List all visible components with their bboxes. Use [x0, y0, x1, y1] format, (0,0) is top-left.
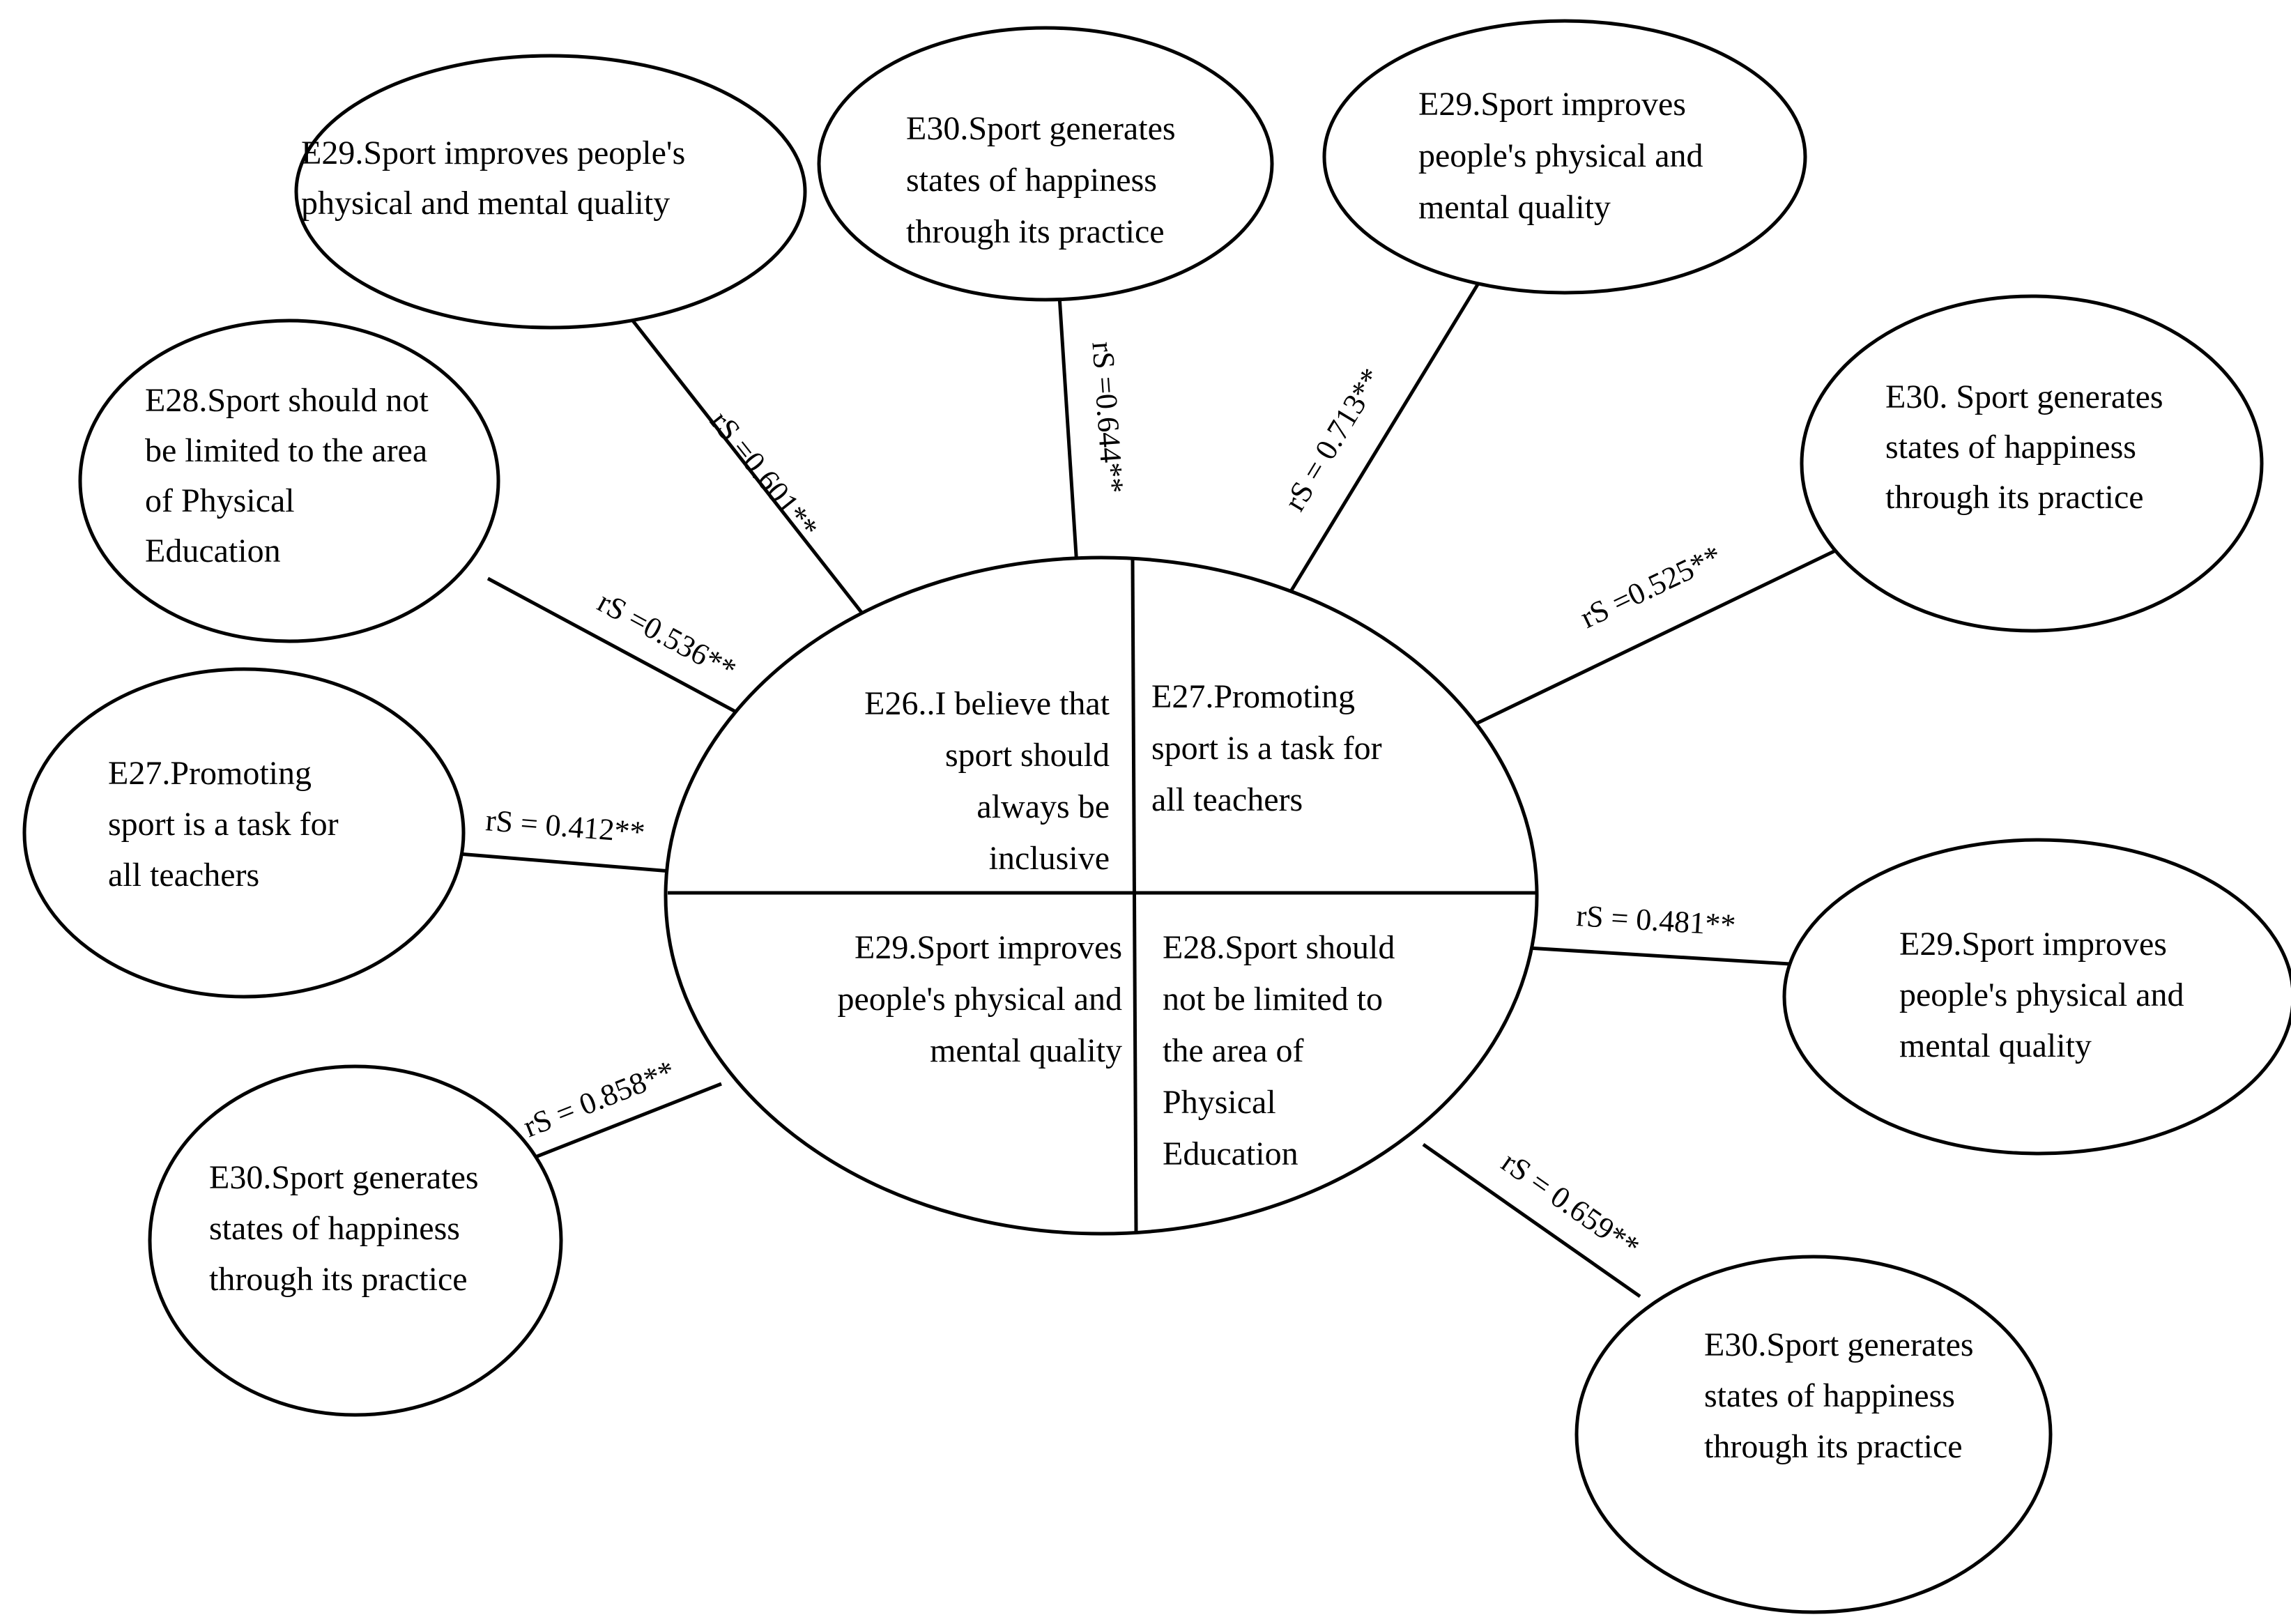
center-quadrant-br-label: E28.Sport should not be limited to the are…: [1163, 929, 1395, 1172]
node-n8-label-line: states of happiness: [209, 1210, 460, 1247]
node-n4-label-line: be limited to the area: [145, 432, 427, 469]
node-n1-ellipse: [294, 54, 807, 330]
node-n6-label-line: E27.Promoting: [108, 755, 312, 792]
node-n4-label: E28.Sport should not be limited to the ar…: [145, 382, 429, 569]
node-n6-label-line: sport is a task for: [108, 806, 339, 843]
node-n6-label-line: all teachers: [108, 857, 259, 894]
node-n8-label-line: E30.Sport generates: [209, 1159, 479, 1196]
center-quadrant-br-label-line: the area of: [1163, 1032, 1304, 1069]
center-quadrant-tl-label-line: E26..I believe that: [864, 685, 1110, 722]
node-n5-label-line: through its practice: [1885, 479, 2144, 516]
center-quadrant-br-label-line: not be limited to: [1163, 981, 1383, 1018]
center-quadrant-br-label-line: Physical: [1163, 1084, 1276, 1121]
node-n7-ellipse: [1782, 838, 2291, 1156]
center-node: [664, 556, 1539, 1236]
node-n3-label: E29.Sport improves people's physical and m…: [1418, 86, 1703, 226]
node-n8-label-line: through its practice: [209, 1261, 468, 1298]
node-n2-ellipse: [817, 26, 1274, 302]
connector-n7: [1527, 946, 1791, 966]
node-n7-label-line: E29.Sport improves: [1899, 926, 2167, 963]
node-n3-label-line: mental quality: [1418, 189, 1611, 226]
center-quadrant-bl-label-line: people's physical and: [837, 981, 1122, 1018]
node-n5-label: E30. Sport generates states of happiness t…: [1885, 378, 2163, 516]
node-n1-label-line: E29.Sport improves people's: [301, 135, 685, 171]
node-n9-label-line: states of happiness: [1704, 1377, 1955, 1414]
node-n9-ellipse: [1574, 1255, 2053, 1614]
center-quadrant-tl-label: E26..I believe that sport should always be…: [864, 685, 1110, 877]
node-n5-label-line: E30. Sport generates: [1885, 378, 2163, 415]
node-n4-label-line: E28.Sport should not: [145, 382, 429, 419]
center-vertical-divider: [1131, 559, 1138, 1233]
center-quadrant-tl-label-line: always be: [976, 788, 1110, 825]
node-n9-label-line: through its practice: [1704, 1428, 1963, 1465]
node-n9-label: E30.Sport generates states of happiness th…: [1704, 1326, 1974, 1465]
connector-n8: [508, 1082, 722, 1170]
correlation-label-n6: rS = 0.412**: [484, 803, 646, 850]
node-n2-label-line: states of happiness: [906, 162, 1157, 199]
connector-n1: [626, 312, 869, 622]
center-quadrant-bl-label: E29.Sport improves people's physical and m…: [837, 929, 1122, 1069]
connector-n9: [1422, 1142, 1641, 1299]
node-n6-label: E27.Promoting sport is a task for all teac…: [108, 755, 339, 894]
correlation-label-n2: rS =0.644**: [1085, 341, 1130, 495]
node-n3-label-line: E29.Sport improves: [1418, 86, 1686, 123]
node-n7-label: E29.Sport improves people's physical and m…: [1899, 926, 2184, 1064]
connector-n3: [1284, 281, 1481, 601]
connector-n4: [486, 576, 749, 720]
center-quadrant-tr-label-line: E27.Promoting: [1151, 678, 1355, 715]
node-n6-ellipse: [22, 667, 466, 999]
correlation-label-n4: rS =0.536**: [592, 585, 742, 687]
outer-nodes: [22, 19, 2291, 1614]
center-quadrant-bl-label-line: mental quality: [930, 1032, 1122, 1069]
correlation-label-n3: rS = 0.713**: [1278, 362, 1389, 516]
center-quadrant-br-label-line: E28.Sport should: [1163, 929, 1395, 966]
node-n4-ellipse: [78, 319, 500, 643]
connector-n5: [1468, 543, 1848, 729]
correlation-label-n7: rS = 0.481**: [1575, 898, 1737, 942]
center-quadrant-tl-label-line: sport should: [945, 737, 1110, 774]
node-n5-ellipse: [1800, 294, 2264, 633]
node-n7-label-line: mental quality: [1899, 1027, 2092, 1064]
center-quadrant-tl-label-line: inclusive: [989, 840, 1110, 877]
node-n9-label-line: E30.Sport generates: [1704, 1326, 1974, 1363]
node-n7-label-line: people's physical and: [1899, 976, 2184, 1013]
node-n2-label-line: E30.Sport generates: [906, 110, 1176, 147]
connectors: [458, 281, 1848, 1299]
connector-n6: [458, 852, 671, 873]
correlation-label-n5: rS =0.525**: [1575, 539, 1727, 635]
correlation-label-n1: rS =0.601**: [703, 404, 825, 544]
center-quadrant-tr-label: E27.Promoting sport is a task for all teac…: [1151, 678, 1382, 818]
node-n5-label-line: states of happiness: [1885, 429, 2136, 466]
node-n4-label-line: of Physical: [145, 482, 295, 519]
node-n2-label: E30.Sport generates states of happiness th…: [906, 110, 1176, 250]
node-n8-ellipse: [148, 1064, 563, 1417]
node-n3-label-line: people's physical and: [1418, 137, 1703, 174]
connector-n2: [1057, 296, 1079, 567]
node-n1-label-line: physical and mental quality: [301, 185, 670, 222]
node-n8-label: E30.Sport generates states of happiness th…: [209, 1159, 479, 1298]
node-n2-label-line: through its practice: [906, 213, 1165, 250]
center-quadrant-tr-label-line: sport is a task for: [1151, 730, 1382, 767]
center-quadrant-bl-label-line: E29.Sport improves: [855, 929, 1122, 966]
center-quadrant-br-label-line: Education: [1163, 1135, 1298, 1172]
node-n3-ellipse: [1322, 19, 1807, 295]
node-n1-label: E29.Sport improves people's physical and …: [301, 135, 685, 222]
center-quadrant-tr-label-line: all teachers: [1151, 781, 1303, 818]
center-ellipse: [664, 556, 1539, 1236]
node-n4-label-line: Education: [145, 533, 281, 569]
